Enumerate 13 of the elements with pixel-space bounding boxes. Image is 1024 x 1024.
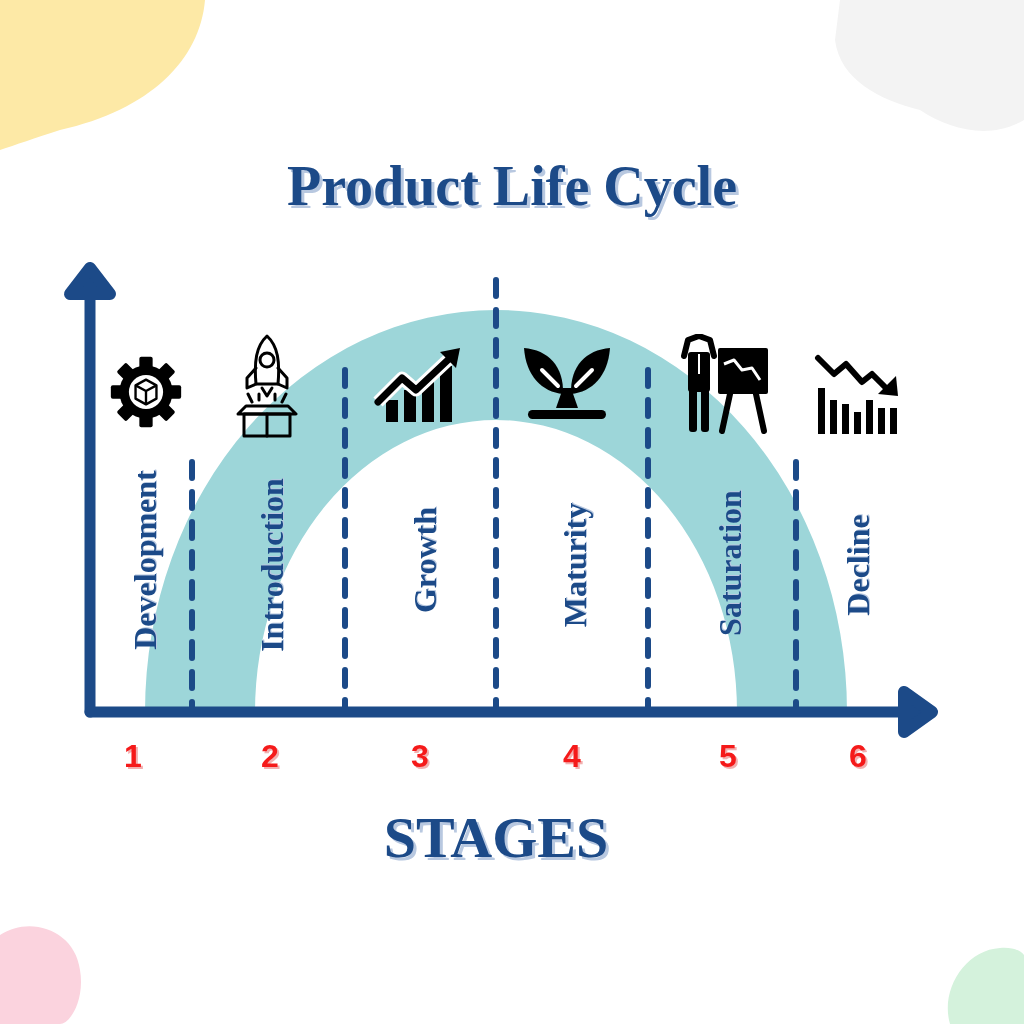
stage-number: 5 [719,740,737,772]
stage-label: Maturity [559,502,591,628]
axis-label: STAGES [383,809,609,867]
stage-label: Growth [409,506,441,614]
stage-label: Introduction [256,478,288,652]
stage-label: Decline [842,514,874,616]
stage-number: 2 [261,740,279,772]
stage-number: 6 [849,740,867,772]
stage-number: 3 [411,740,429,772]
stage-number: 4 [563,740,581,772]
stage-label: Saturation [714,490,746,636]
stage-label: Development [129,470,161,650]
stage-number: 1 [124,740,142,772]
